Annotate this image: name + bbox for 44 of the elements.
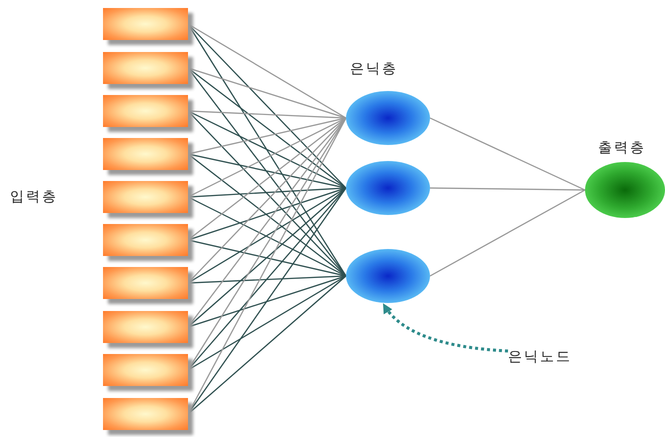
connection-line: [188, 117, 346, 155]
connection-line: [188, 110, 346, 189]
connection-line: [188, 68, 346, 276]
connection-line: [188, 188, 346, 414]
connection-line: [430, 117, 586, 191]
input-box: [103, 52, 188, 84]
connection-line: [188, 275, 346, 328]
input-box: [103, 138, 188, 170]
input-box: [103, 181, 188, 213]
connection-line: [188, 24, 346, 188]
connection-line: [188, 187, 346, 198]
connection-line: [188, 188, 346, 370]
input-box: [103, 267, 188, 299]
connection-line: [188, 187, 346, 241]
input-box: [103, 95, 188, 127]
layer-label: 입력층: [10, 188, 58, 206]
input-box: [103, 311, 188, 343]
connection-line: [188, 275, 346, 371]
connection-line: [188, 196, 346, 277]
connection-line: [188, 188, 346, 328]
callout-text: 은닉노드: [508, 348, 572, 366]
layer-label: 은닉층: [350, 60, 398, 78]
connection-line: [188, 117, 346, 198]
connection-line: [188, 187, 346, 284]
input-box: [103, 224, 188, 256]
connection-line: [188, 118, 346, 240]
input-box: [103, 8, 188, 40]
connection-line: [188, 154, 346, 276]
connection-line: [188, 24, 346, 276]
connection-line: [188, 239, 346, 277]
connection-line: [188, 110, 346, 119]
input-box: [103, 398, 188, 430]
leader-arrow: [382, 303, 508, 352]
connection-line: [187, 118, 347, 414]
layer-label: 출력층: [598, 139, 646, 157]
connection-line: [188, 153, 346, 189]
input-box: [103, 354, 188, 386]
connection-line: [188, 67, 346, 119]
connection-line: [188, 23, 346, 119]
connection-line: [430, 189, 586, 277]
connection-line: [188, 68, 346, 188]
connection-line: [188, 276, 346, 414]
connection-line: [430, 187, 585, 191]
connection-line: [188, 275, 346, 284]
